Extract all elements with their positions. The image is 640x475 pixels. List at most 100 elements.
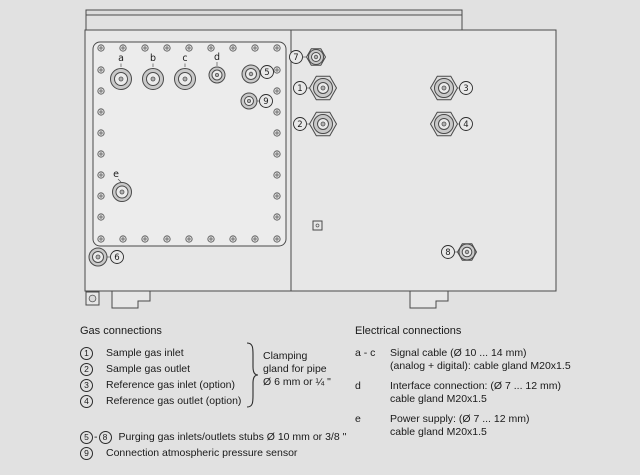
- screw: [273, 213, 281, 221]
- callout-badge-1: 1: [80, 347, 93, 360]
- callout-badge-4: 4: [80, 395, 93, 408]
- purge-stub-8-connector: [456, 243, 478, 261]
- screw: [273, 192, 281, 200]
- connectors: [88, 48, 478, 267]
- purge-stub-5-connector: [241, 64, 261, 84]
- screw: [273, 87, 281, 95]
- screw: [97, 44, 105, 52]
- cable-gland-c-connector: [174, 68, 196, 90]
- electrical-key-e: e: [355, 413, 361, 425]
- callout-badge-3: 3: [80, 379, 93, 392]
- screw: [273, 129, 281, 137]
- clamp-brace: [246, 342, 259, 408]
- svg-text:6: 6: [114, 253, 119, 263]
- svg-text:5: 5: [264, 68, 269, 78]
- electrical-ac-line-2: (analog + digital): cable gland M20x1.5: [390, 360, 571, 372]
- pressure-label: Connection atmospheric pressure sensor: [106, 447, 298, 459]
- svg-text:1: 1: [297, 84, 302, 94]
- callout-6: 6: [107, 250, 124, 264]
- clamp-note: Clamping gland for pipe Ø 6 mm or ¼ ": [263, 350, 331, 389]
- cable-gland-a-connector: [110, 68, 132, 90]
- electrical-key-d: d: [355, 380, 361, 392]
- gland-label-e: e: [113, 169, 119, 180]
- screw: [163, 44, 171, 52]
- callout-1: 1: [293, 81, 309, 95]
- right-foot: [409, 290, 449, 309]
- gas-item-2: 2 Sample gas outlet: [80, 363, 340, 376]
- electrical-e-line-1: Power supply: (Ø 7 ... 12 mm): [390, 413, 530, 425]
- purge-stub-7-connector: [305, 48, 327, 66]
- sample-gas-outlet-connector: [308, 111, 338, 137]
- svg-text:2: 2: [297, 120, 302, 130]
- screw: [207, 44, 215, 52]
- callout-badge-9: 9: [80, 447, 93, 460]
- screw: [141, 235, 149, 243]
- screw: [273, 108, 281, 116]
- gas-item-3-label: Reference gas inlet (option): [106, 379, 235, 391]
- screw: [273, 150, 281, 158]
- gas-item-4: 4 Reference gas outlet (option): [80, 395, 340, 408]
- svg-text:7: 7: [293, 53, 298, 63]
- electrical-e-line-2: cable gland M20x1.5: [390, 426, 487, 438]
- range-dash: -: [94, 431, 98, 443]
- screw: [185, 235, 193, 243]
- gas-item-3: 3 Reference gas inlet (option): [80, 379, 340, 392]
- screw: [273, 171, 281, 179]
- svg-text:3: 3: [463, 84, 468, 94]
- left-foot: [111, 290, 151, 309]
- callout-badge-8: 8: [98, 431, 112, 444]
- purge-label: Purging gas inlets/outlets stubs Ø 10 mm…: [118, 431, 347, 443]
- electrical-legend-title: Electrical connections: [355, 325, 462, 337]
- callout-9: 9: [257, 94, 273, 108]
- gas-legend-title: Gas connections: [80, 325, 162, 337]
- screw: [97, 235, 105, 243]
- screw: [97, 171, 105, 179]
- electrical-ac-line-1: Signal cable (Ø 10 ... 14 mm): [390, 347, 527, 359]
- electrical-key-ac: a - c: [355, 347, 376, 359]
- screw: [207, 235, 215, 243]
- screw: [185, 44, 193, 52]
- screw: [97, 150, 105, 158]
- screw: [229, 44, 237, 52]
- callout-3: 3: [457, 81, 473, 95]
- screw: [229, 235, 237, 243]
- electrical-item-e: e Power supply: (Ø 7 ... 12 mm) cable gl…: [355, 413, 635, 439]
- panel-detail-square: [312, 220, 323, 231]
- plate-screws: [97, 44, 281, 243]
- screw: [251, 44, 259, 52]
- purge-stub-6-connector: [88, 247, 108, 267]
- gas-item-1-label: Sample gas inlet: [106, 347, 184, 359]
- screw: [97, 129, 105, 137]
- gas-item-2-label: Sample gas outlet: [106, 363, 191, 375]
- gland-label-c: c: [182, 53, 187, 64]
- cable-gland-d-connector: [208, 66, 226, 84]
- reference-gas-outlet-connector: [429, 111, 459, 137]
- callout-7: 7: [289, 50, 306, 64]
- cable-gland-b-connector: [142, 68, 164, 90]
- gas-item-1: 1 Sample gas inlet: [80, 347, 340, 360]
- screw: [141, 44, 149, 52]
- svg-text:4: 4: [463, 120, 468, 130]
- callout-badge-5: 5: [80, 431, 93, 444]
- svg-text:9: 9: [263, 97, 268, 107]
- pressure-legend-row: 9 Connection atmospheric pressure sensor: [80, 447, 297, 463]
- clamp-note-line-1: Clamping: [263, 350, 308, 362]
- callout-5: 5: [260, 65, 274, 79]
- screw: [97, 87, 105, 95]
- electrical-d-line-1: Interface connection: (Ø 7 ... 12 mm): [390, 380, 561, 392]
- screw: [273, 66, 281, 74]
- screw: [97, 192, 105, 200]
- gland-label-d: d: [214, 52, 220, 63]
- screw: [251, 235, 259, 243]
- screw: [273, 44, 281, 52]
- callout-8: 8: [441, 245, 458, 259]
- gas-item-4-label: Reference gas outlet (option): [106, 395, 242, 407]
- screw: [97, 213, 105, 221]
- connection-plate: [92, 41, 287, 247]
- reference-gas-inlet-connector: [429, 75, 459, 101]
- clamp-note-line-3: Ø 6 mm or ¼ ": [263, 376, 331, 388]
- pressure-sensor-port-connector: [240, 92, 258, 110]
- screw: [119, 44, 127, 52]
- callout-badge-2: 2: [80, 363, 93, 376]
